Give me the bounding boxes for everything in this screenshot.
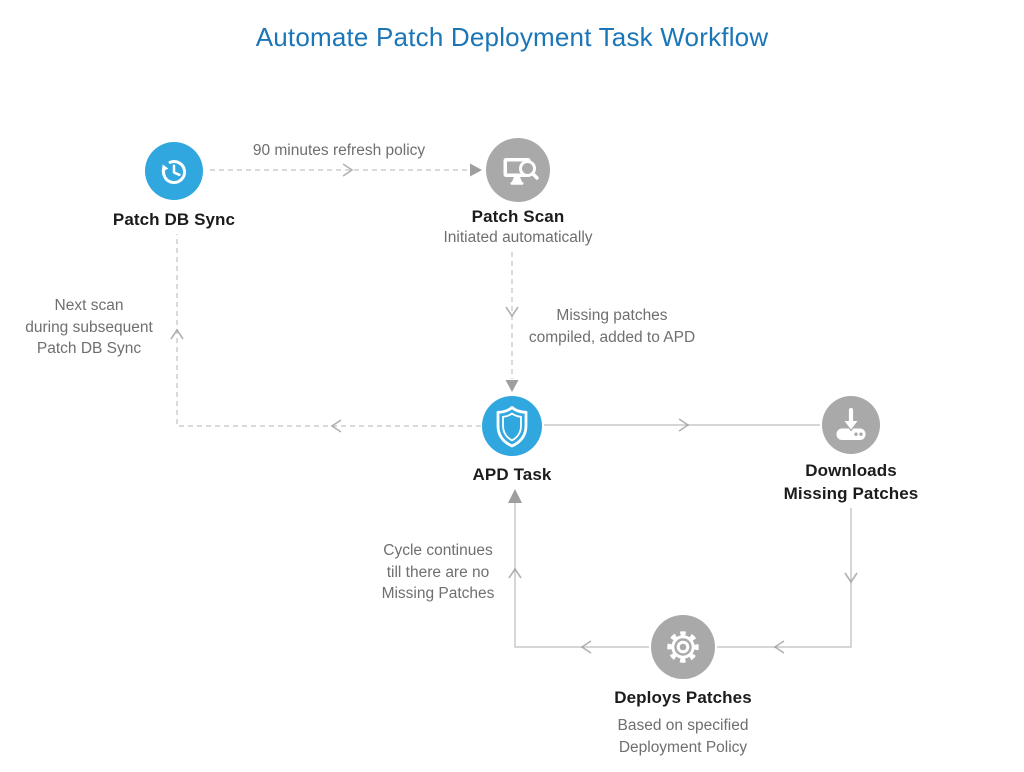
- cycle-continues-line1: Cycle continues: [383, 542, 493, 559]
- deploys-sublabel-line1: Based on specified: [617, 717, 749, 734]
- deploys-patches-node: [651, 615, 715, 679]
- patch-db-sync-label: Patch DB Sync: [112, 210, 236, 229]
- download-tray-icon: [836, 407, 866, 440]
- patch-scan-sublabel: Initiated automatically: [443, 229, 593, 246]
- shield-icon: [496, 406, 528, 448]
- edge-scan-to-apd: [505, 252, 519, 392]
- edge-label-missing-patches: Missing patches compiled, added to APD: [492, 305, 732, 348]
- history-clock-icon: [161, 160, 187, 185]
- deploys-patches-sublabel: Based on specified Deployment Policy: [583, 715, 783, 758]
- downloads-node: [822, 396, 880, 454]
- edge-apd-to-dbsync: [170, 234, 481, 433]
- monitor-search-icon: [503, 158, 539, 185]
- edge-label-cycle-continues: Cycle continues till there are no Missin…: [358, 540, 518, 605]
- edge-label-refresh-policy: 90 minutes refresh policy: [252, 142, 426, 159]
- edge-deploys-to-apd: [508, 489, 649, 654]
- next-scan-line3: Patch DB Sync: [36, 340, 142, 357]
- cycle-continues-line2: till there are no: [386, 563, 490, 581]
- page-title: Automate Patch Deployment Task Workflow: [255, 22, 769, 52]
- next-scan-line2: during subsequent: [25, 318, 153, 336]
- missing-patches-line1: Missing patches: [556, 307, 668, 324]
- deploys-sublabel-line2: Deployment Policy: [618, 738, 748, 756]
- patch-scan-node: [486, 138, 550, 202]
- downloads-label: Downloads Missing Patches: [751, 460, 951, 505]
- apd-task-node: [482, 396, 542, 456]
- patch-scan-label: Patch Scan: [471, 207, 565, 226]
- missing-patches-line2: compiled, added to APD: [528, 328, 696, 346]
- edge-apd-to-downloads: [544, 418, 820, 432]
- edge-dbsync-to-scan: [210, 163, 482, 177]
- next-scan-line1: Next scan: [54, 297, 124, 314]
- edge-downloads-to-deploys: [717, 508, 858, 654]
- edge-label-next-scan: Next scan during subsequent Patch DB Syn…: [4, 295, 174, 360]
- apd-task-label: APD Task: [472, 465, 552, 484]
- deploys-patches-label: Deploys Patches: [614, 688, 752, 707]
- downloads-label-line2: Missing Patches: [783, 483, 919, 503]
- cycle-continues-line3: Missing Patches: [381, 585, 495, 602]
- gear-icon: [667, 631, 699, 663]
- patch-db-sync-node: [145, 142, 203, 200]
- downloads-label-line1: Downloads: [805, 461, 897, 480]
